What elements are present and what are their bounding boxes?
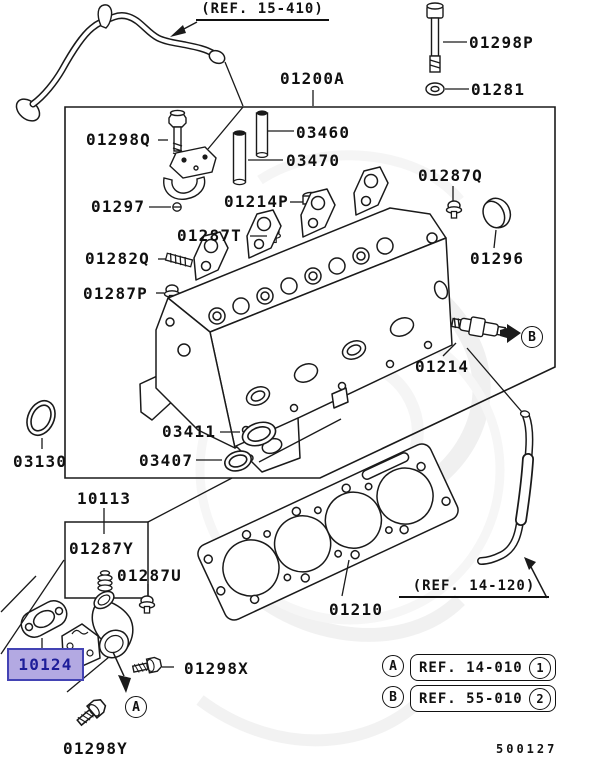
part-label-01296[interactable]: 01296 <box>470 249 525 268</box>
part-label-01287y[interactable]: 01287Y <box>69 539 134 558</box>
part-label-01214p[interactable]: 01214P <box>224 192 289 211</box>
part-label-01210[interactable]: 01210 <box>329 600 384 619</box>
leader-lines <box>0 41 523 693</box>
part-label-10124[interactable]: 10124 <box>7 648 84 681</box>
assembly-box-01200a <box>64 106 556 479</box>
ref-link-15-410[interactable]: (REF. 15-410) <box>196 2 329 21</box>
ring-03411 <box>241 421 277 447</box>
legend-ref-a[interactable]: REF. 14-010 1 <box>410 654 556 681</box>
legend-ref-a-text: REF. 14-010 <box>419 659 523 676</box>
part-label-01214[interactable]: 01214 <box>415 357 470 376</box>
leader-lines-top <box>207 61 314 150</box>
cylinder-head <box>139 166 453 473</box>
cam-cap-part <box>163 146 217 200</box>
part-label-01297[interactable]: 01297 <box>91 197 146 216</box>
part-label-03407[interactable]: 03407 <box>139 451 194 470</box>
bolt-01287q <box>445 200 463 219</box>
legend-key-b: B <box>382 686 404 708</box>
part-label-01287q[interactable]: 01287Q <box>418 166 483 185</box>
legend-key-a: A <box>382 655 404 677</box>
part-label-10113[interactable]: 10113 <box>77 489 132 508</box>
stud-01282q <box>164 252 194 268</box>
valve-guide-03470 <box>232 130 247 186</box>
part-01297 <box>172 202 182 212</box>
marker-a: A <box>125 696 147 718</box>
part-label-03130[interactable]: 03130 <box>13 452 68 471</box>
hose <box>477 410 534 565</box>
part-label-01287u[interactable]: 01287U <box>117 566 182 585</box>
part-label-01281[interactable]: 01281 <box>471 80 526 99</box>
part-label-01298y[interactable]: 01298Y <box>63 739 128 758</box>
arrow-to-b <box>500 324 521 343</box>
part-label-01298q[interactable]: 01298Q <box>86 130 151 149</box>
bolt-01298y <box>73 696 109 730</box>
part-label-03460[interactable]: 03460 <box>296 123 351 142</box>
part-label-01287p[interactable]: 01287P <box>83 284 148 303</box>
part-label-01287t[interactable]: 01287T <box>177 226 242 245</box>
valve-guide-03460 <box>255 110 269 159</box>
drawing-code: 500127 <box>496 742 558 756</box>
ref-link-14-120[interactable]: (REF. 14-120) <box>399 579 549 598</box>
spring-01287y <box>97 570 113 592</box>
oil-pipe <box>15 4 226 122</box>
ring-03130 <box>26 399 56 437</box>
ring-03407 <box>224 450 252 472</box>
gasket-10124 <box>20 600 68 638</box>
fitting-01214 <box>450 316 507 338</box>
legend-ref-b-text: REF. 55-010 <box>419 690 523 707</box>
ref-15-410-arrow <box>170 21 198 37</box>
bolt-01298q <box>168 109 187 157</box>
part-label-03470[interactable]: 03470 <box>286 151 341 170</box>
bolt-01298p <box>426 2 444 73</box>
marker-b: B <box>521 326 543 348</box>
arrow-to-a <box>112 651 131 693</box>
part-label-03411[interactable]: 03411 <box>162 422 217 441</box>
ref-14-120-arrow <box>524 557 548 599</box>
legend-num-b: 2 <box>529 687 551 710</box>
head-gasket-01210 <box>197 443 459 621</box>
bolt-01298x <box>131 655 163 677</box>
bolt-01287u <box>138 595 156 614</box>
part-label-01298x[interactable]: 01298X <box>184 659 249 678</box>
part-label-01200a[interactable]: 01200A <box>280 69 345 88</box>
cap-01296 <box>482 197 512 229</box>
legend-num-a: 1 <box>529 656 551 679</box>
washer-01281 <box>425 82 445 96</box>
legend-ref-b[interactable]: REF. 55-010 2 <box>410 685 556 712</box>
part-label-01298p[interactable]: 01298P <box>469 33 534 52</box>
part-label-01282q[interactable]: 01282Q <box>85 249 150 268</box>
